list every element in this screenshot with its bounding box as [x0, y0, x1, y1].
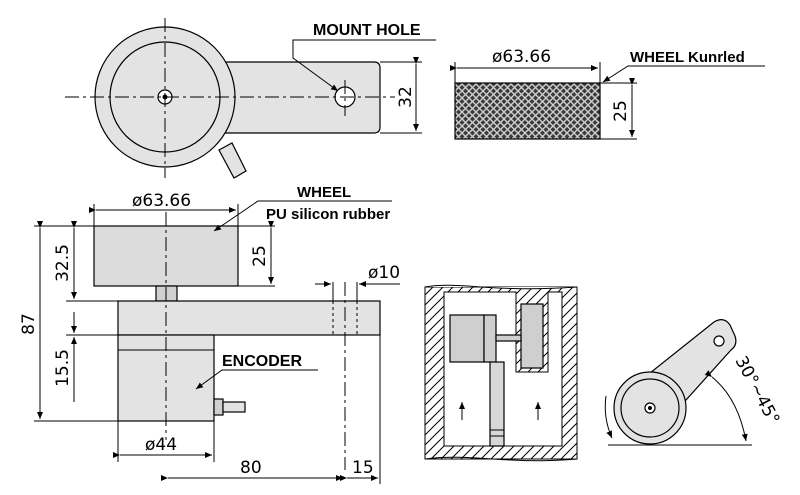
front-connector-base — [213, 398, 224, 416]
dim-top-height: 32 — [396, 86, 416, 108]
label-wheel-material: PU silicon rubber — [266, 206, 390, 223]
knurled-wheel-view: ø63.66 25 WHEEL Kunrled — [450, 47, 765, 140]
front-arm — [117, 300, 381, 336]
section-shaft — [495, 334, 522, 342]
section-view — [424, 284, 578, 462]
dim-angle-range: 30°~45° — [731, 353, 784, 428]
label-wheel-knurled: WHEEL Kunrled — [630, 49, 745, 66]
knurled-wheel — [454, 82, 601, 140]
section-block-mid — [483, 314, 497, 363]
dim-length-15: 15 — [352, 458, 374, 478]
front-view: ø63.66 25 WHEEL PU silicon rubber ø10 87… — [19, 184, 400, 484]
dim-knurl-diameter: ø63.66 — [492, 47, 551, 67]
section-stem — [489, 361, 505, 447]
dim-encoder-diameter: ø44 — [145, 435, 177, 455]
angle-view: 30°~45° — [604, 319, 784, 446]
dim-overall-height: 87 — [19, 313, 39, 335]
dim-hole-diameter: ø10 — [368, 263, 400, 283]
top-view: 32 MOUNT HOLE — [65, 18, 436, 179]
dim-knurl-width: 25 — [611, 100, 631, 122]
dim-arm-offset: 15.5 — [53, 349, 73, 387]
label-mount-hole: MOUNT HOLE — [313, 22, 421, 39]
label-encoder: ENCODER — [222, 353, 302, 370]
section-block-right — [520, 303, 544, 369]
angle-arm-hole — [713, 335, 725, 347]
dim-wheel-diameter: ø63.66 — [132, 191, 191, 211]
dim-length-80: 80 — [240, 458, 262, 478]
front-connector — [222, 401, 246, 413]
label-wheel: WHEEL — [297, 184, 351, 201]
dim-wheel-width: 25 — [250, 245, 270, 267]
top-stub — [218, 142, 247, 179]
dim-wheel-offset: 32.5 — [53, 244, 73, 282]
section-block-left — [449, 314, 485, 363]
